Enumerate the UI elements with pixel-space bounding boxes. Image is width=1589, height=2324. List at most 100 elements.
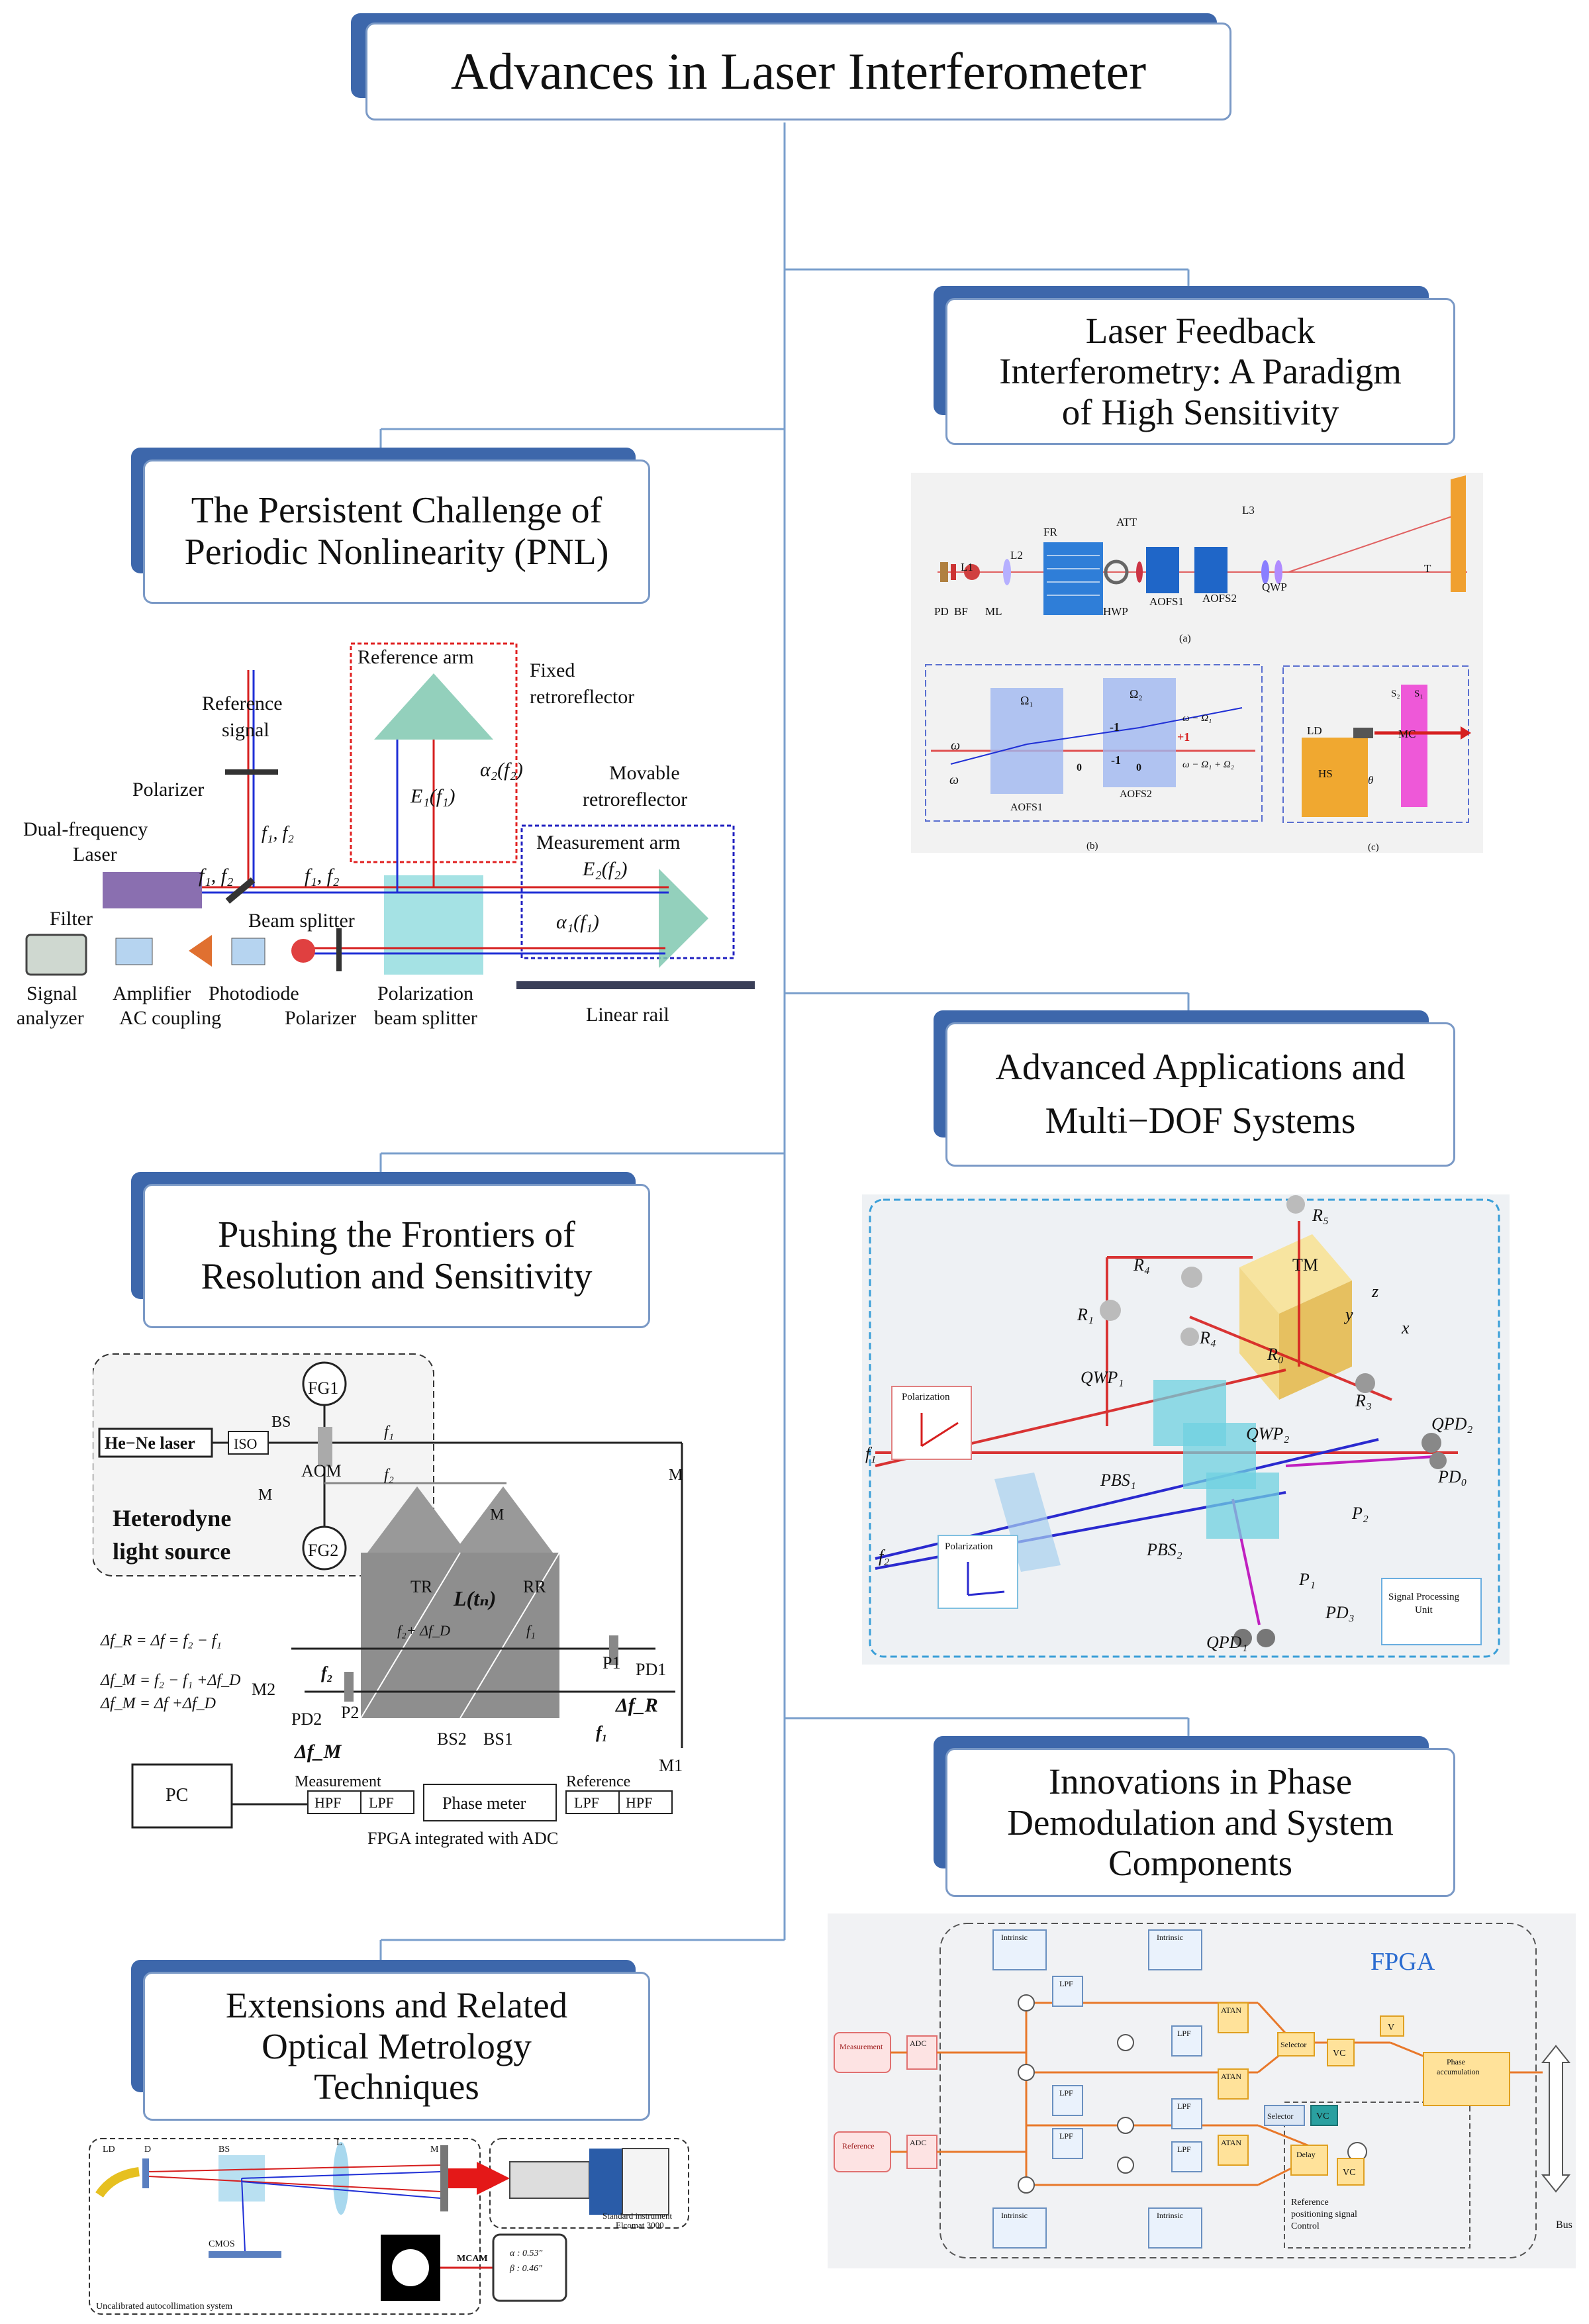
svg-text:LPF: LPF xyxy=(1059,2131,1073,2141)
svg-text:Beam splitter: Beam splitter xyxy=(248,910,355,932)
svg-text:QWP₂: QWP₂ xyxy=(1246,1424,1289,1443)
reference-source xyxy=(834,2131,891,2172)
svg-text:QPD₂: QPD₂ xyxy=(1431,1414,1472,1433)
svg-text:Uncalibrated autocollimation s: Uncalibrated autocollimation system xyxy=(96,2301,232,2311)
svg-text:QPD₁: QPD₁ xyxy=(1206,1633,1247,1652)
pbs2-cube xyxy=(1206,1473,1279,1539)
pc-icon xyxy=(131,1763,233,1829)
svg-text:ISO: ISO xyxy=(234,1435,257,1452)
photodiode-icon xyxy=(291,939,315,963)
svg-text:positioning signal: positioning signal xyxy=(1291,2209,1357,2219)
svg-text:AOFS2: AOFS2 xyxy=(1120,789,1152,800)
svg-text:Laser: Laser xyxy=(73,844,117,865)
svg-text:Polarizer: Polarizer xyxy=(285,1007,356,1029)
feedback-title-box: Laser Feedback Interferometry: A Paradig… xyxy=(945,298,1455,445)
v-box xyxy=(1380,2015,1404,2037)
svg-text:f₁: f₁ xyxy=(384,1424,394,1441)
svg-text:Control: Control xyxy=(1291,2221,1320,2231)
svg-text:PC: PC xyxy=(166,1785,188,1806)
svg-text:LPF: LPF xyxy=(1059,1979,1073,1988)
svg-text:He−Ne laser: He−Ne laser xyxy=(105,1433,195,1453)
vc-3 xyxy=(1337,2158,1365,2186)
svg-text:FR: FR xyxy=(1043,526,1057,538)
svg-text:α : 0.53″: α : 0.53″ xyxy=(510,2249,543,2258)
svg-text:Elcomat 3000: Elcomat 3000 xyxy=(616,2220,664,2230)
pnl-title-box: The Persistent Challenge of Periodic Non… xyxy=(143,460,650,604)
svg-text:LD: LD xyxy=(103,2145,115,2155)
delay-box xyxy=(1290,2145,1328,2176)
svg-text:LD: LD xyxy=(1307,724,1322,737)
multi-dof-figure: R₅ R₄ R₁ R₄ TM z y x R₀ QWP₁ R₃ QPD₂ PD₀… xyxy=(862,1194,1510,1665)
svg-text:PD: PD xyxy=(934,605,949,618)
svg-text:VC: VC xyxy=(1333,2049,1345,2058)
heterodyne-source-box xyxy=(93,1353,434,1576)
aofs1-icon xyxy=(1146,547,1179,593)
pbs-cube xyxy=(384,875,483,975)
svg-text:Standard instrument: Standard instrument xyxy=(602,2211,672,2221)
svg-text:Signal: Signal xyxy=(26,983,77,1004)
svg-text:Bus: Bus xyxy=(1556,2219,1572,2231)
svg-text:LPF: LPF xyxy=(1177,2102,1191,2111)
svg-text:BF: BF xyxy=(954,605,968,618)
svg-text:P1: P1 xyxy=(602,1653,620,1672)
linear-rail xyxy=(516,981,755,989)
svg-text:LPF: LPF xyxy=(1059,2088,1073,2098)
svg-text:Linear rail: Linear rail xyxy=(586,1004,669,1026)
svg-text:M1: M1 xyxy=(659,1756,683,1775)
svg-text:ω: ω xyxy=(949,773,959,787)
svg-text:ML: ML xyxy=(985,605,1002,618)
measurement-source xyxy=(834,2032,891,2073)
svg-text:f₁: f₁ xyxy=(526,1622,536,1639)
reference-arm-label: Reference arm xyxy=(358,646,474,668)
mirror-icon xyxy=(440,2145,448,2211)
svg-text:P₂: P₂ xyxy=(1351,1504,1369,1523)
atan-1 xyxy=(1218,2002,1249,2033)
svg-text:L: L xyxy=(336,2138,342,2148)
svg-text:Ω₁: Ω₁ xyxy=(1020,694,1034,707)
svg-text:f₂: f₂ xyxy=(879,1547,889,1566)
svg-text:AOFS1: AOFS1 xyxy=(1149,595,1184,608)
phase-meter-icon xyxy=(423,1784,557,1821)
phase-title-box: Innovations in Phase Demodulation and Sy… xyxy=(945,1748,1455,1897)
svg-text:S₂: S₂ xyxy=(1391,689,1400,699)
svg-text:f₂: f₂ xyxy=(321,1663,333,1682)
svg-text:-1: -1 xyxy=(1110,720,1120,734)
vc-1 xyxy=(1327,2039,1355,2066)
svg-text:Filter: Filter xyxy=(50,908,93,930)
aofs2-icon xyxy=(1194,547,1228,593)
svg-text:Intrinsic: Intrinsic xyxy=(1001,2211,1028,2220)
cmos-icon xyxy=(209,2251,281,2258)
signal-processing-unit xyxy=(1381,1578,1482,1645)
ext-title: Extensions and Related Optical Metrology… xyxy=(225,1985,568,2107)
svg-text:(c): (c) xyxy=(1368,842,1379,853)
svg-text:VC: VC xyxy=(1343,2168,1355,2178)
fpga-boundary xyxy=(939,1923,1537,2258)
svg-text:ω − Ω₁ + Ω₂: ω − Ω₁ + Ω₂ xyxy=(1182,759,1234,770)
svg-text:P2: P2 xyxy=(341,1703,359,1722)
svg-text:M: M xyxy=(669,1467,683,1484)
svg-text:FG1: FG1 xyxy=(308,1379,338,1398)
svg-text:Unit: Unit xyxy=(1415,1605,1433,1616)
svg-text:beam splitter: beam splitter xyxy=(374,1007,477,1029)
svg-text:LPF: LPF xyxy=(369,1794,394,1811)
svg-text:f₁: f₁ xyxy=(865,1444,876,1463)
svg-text:E₁(f₁): E₁(f₁) xyxy=(410,785,456,807)
ac-coupling-icon xyxy=(231,938,265,965)
svg-text:BS1: BS1 xyxy=(483,1729,513,1749)
filter-icon xyxy=(115,938,153,965)
svg-text:ATAN: ATAN xyxy=(1221,2072,1241,2081)
svg-text:T: T xyxy=(1424,562,1431,575)
multi-title-box: Advanced Applications and Multi−DOF Syst… xyxy=(945,1022,1455,1167)
svg-text:L2: L2 xyxy=(1010,549,1023,561)
polarizer-top-icon xyxy=(225,769,278,775)
svg-text:+1: +1 xyxy=(1177,730,1190,744)
selector-2 xyxy=(1264,2105,1305,2126)
svg-text:Δf_R: Δf_R xyxy=(615,1694,658,1716)
iso-icon xyxy=(228,1431,269,1455)
svg-text:Reference: Reference xyxy=(1291,2198,1329,2207)
polarization-inset-2 xyxy=(938,1535,1018,1609)
svg-text:MC: MC xyxy=(1398,728,1416,740)
res-title-box: Pushing the Frontiers of Resolution and … xyxy=(143,1184,650,1328)
dual-frequency-laser xyxy=(103,872,202,908)
